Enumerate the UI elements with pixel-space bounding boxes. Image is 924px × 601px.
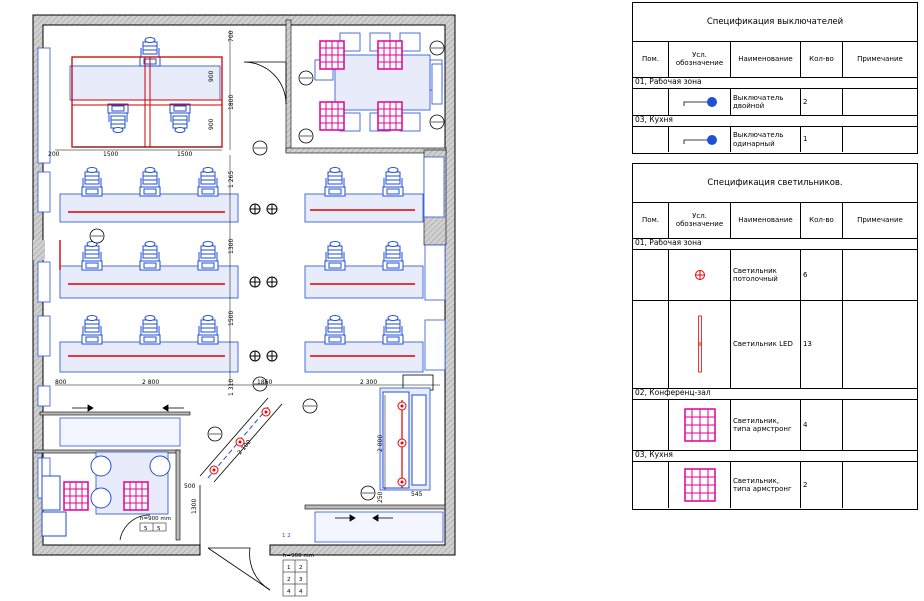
height-cell: 4: [299, 589, 303, 595]
armstrong-lamp-icon: [669, 400, 731, 450]
conference-room: [298, 32, 445, 144]
dim-2300: 2 300: [360, 379, 377, 386]
item-name: Выключатель двойной: [731, 89, 801, 115]
item-qty: 4: [801, 400, 843, 450]
floor-plan: 700 900 900 1800 1500 1500 200 1 265 130…: [32, 14, 456, 597]
col-note: Примечание: [857, 215, 903, 224]
table-row: Выключатель двойной 2: [633, 89, 917, 116]
dim-2000: 2 000: [377, 435, 384, 452]
light-spec-table: Спецификация светильников. Пом. Усл. обо…: [632, 163, 918, 510]
dim-1860: 1860: [257, 379, 272, 386]
dim-1500-c: 1500: [228, 311, 235, 326]
dim-500: 500: [184, 483, 196, 490]
light-table-title: Спецификация светильников.: [633, 164, 917, 203]
height-label-bottom: h=900 mm: [283, 553, 314, 559]
item-qty: 13: [801, 300, 843, 388]
section-label: 01, Рабочая зона: [633, 77, 917, 89]
height-tag-left: h=900 mm 5 5: [139, 516, 171, 532]
table-row: Светильник, типа армстронг 4: [633, 400, 917, 451]
switch-table-title: Спецификация выключателей: [633, 3, 917, 42]
dim-1500-b: 1500: [177, 151, 192, 158]
item-qty: 2: [801, 89, 843, 115]
lounge: [382, 391, 427, 489]
doors: [119, 61, 287, 591]
dim-1300-b: 1300: [191, 499, 198, 514]
section-label: 01, Рабочая зона: [633, 238, 917, 250]
dim-1800: 1800: [228, 95, 235, 110]
item-name: Светильник потолочный: [731, 250, 801, 300]
col-room: Пом.: [633, 202, 669, 238]
section-label: 03, Кухня: [633, 115, 917, 127]
col-qty: Кол-во: [801, 202, 843, 238]
col-room: Пом.: [633, 41, 669, 77]
height-cell: 4: [287, 589, 291, 595]
height-cell: 2: [287, 577, 291, 583]
dim-900-a: 900: [208, 70, 215, 82]
dim-1300: 1300: [228, 239, 235, 254]
item-name: Светильник, типа армстронг: [731, 400, 801, 450]
col-name: Наименование: [731, 202, 801, 238]
diagonal-line: [199, 397, 283, 483]
dim-545: 545: [411, 491, 423, 498]
dim-800: 800: [55, 379, 67, 386]
switch-table-header: Пом. Усл. обозначение Наименование Кол-в…: [633, 41, 917, 78]
item-qty: 2: [801, 462, 843, 508]
table-row: Светильник LED 13: [633, 300, 917, 389]
item-name: Выключатель одинарный: [731, 127, 801, 152]
col-symbol: Усл. обозначение: [669, 41, 731, 77]
col-symbol: Усл. обозначение: [669, 202, 731, 238]
dimension-lines: [55, 30, 440, 490]
item-name: Светильник, типа армстронг: [731, 462, 801, 508]
dim-2800: 2 800: [142, 379, 159, 386]
light-table-header: Пом. Усл. обозначение Наименование Кол-в…: [633, 202, 917, 239]
dimension-labels: 700 900 900 1800 1500 1500 200 1 265 130…: [48, 30, 423, 514]
ceiling-lamps: [249, 203, 278, 362]
marker-label: 1 2: [282, 533, 291, 539]
col-name: Наименование: [731, 41, 801, 77]
section-label: 03, Кухня: [633, 450, 917, 462]
dim-1500-a: 1500: [103, 151, 118, 158]
switch-spec-table: Спецификация выключателей Пом. Усл. обоз…: [632, 2, 918, 154]
table-row: Светильник потолочный 6: [633, 250, 917, 301]
top-workstation: [71, 37, 223, 148]
height-cell: 5: [144, 526, 148, 532]
col-qty: Кол-во: [801, 41, 843, 77]
double-switch-icon: [669, 89, 731, 115]
kitchen: [41, 453, 171, 537]
item-name: Светильник LED: [731, 300, 801, 388]
height-cell: 2: [299, 565, 303, 571]
table-row: Светильник, типа армстронг 2: [633, 462, 917, 508]
dim-1265: 1 265: [228, 171, 235, 188]
dim-700: 700: [228, 30, 235, 42]
col-note: Примечание: [857, 54, 903, 63]
item-qty: 1: [801, 127, 843, 152]
height-cell: 3: [299, 577, 303, 583]
arrows: [72, 404, 393, 522]
dim-200: 200: [48, 151, 60, 158]
dim-250: 250: [377, 491, 384, 503]
ceiling-lamp-icon: [669, 250, 731, 300]
led-lamp-icon: [669, 300, 731, 388]
led-lines: [59, 209, 415, 357]
height-tag-bottom: 1 2 h=900 mm 1 2 2 3 4 4: [282, 533, 314, 597]
height-cell: 5: [157, 526, 161, 532]
section-label: 02, Конференц-зал: [633, 388, 917, 400]
height-label-left: h=900 mm: [140, 516, 171, 522]
item-qty: 6: [801, 250, 843, 300]
height-cell: 1: [287, 565, 291, 571]
armstrong-lamp-icon: [669, 462, 731, 508]
dim-1310: 1 310: [228, 379, 235, 396]
table-row: Выключатель одинарный 1: [633, 127, 917, 152]
single-switch-icon: [669, 127, 731, 152]
dim-900-b: 900: [208, 118, 215, 130]
